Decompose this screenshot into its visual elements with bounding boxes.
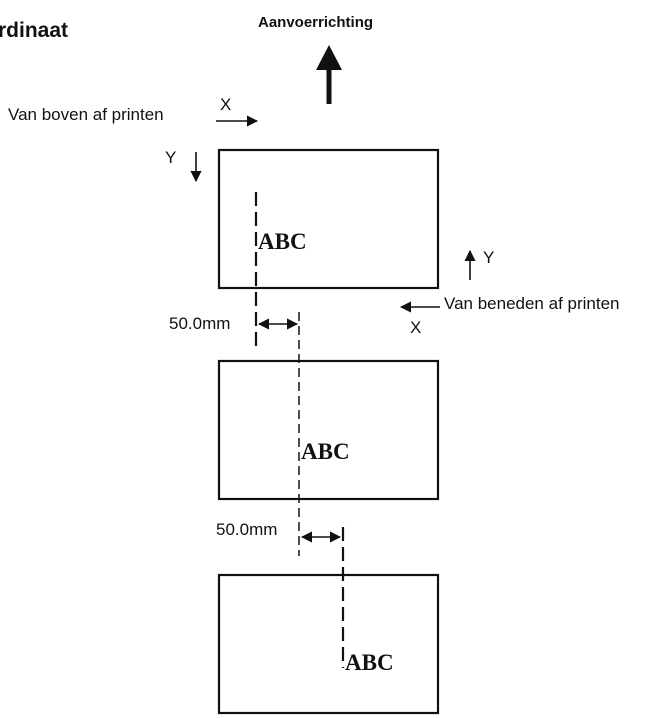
feed-direction-label: Aanvoerrichting [258, 14, 373, 31]
label-1-text: ABC [258, 229, 307, 254]
feed-direction-arrow-icon [316, 45, 342, 104]
label-2-box [217, 359, 440, 501]
label-3-box [217, 573, 440, 715]
top-y-axis-label: Y [165, 148, 176, 167]
bottom-x-axis-label: X [410, 318, 421, 337]
offset-1-label: 50.0mm [169, 314, 230, 333]
page-title: rdinaat [0, 19, 68, 42]
label-3-text: ABC [345, 650, 394, 675]
top-x-axis-label: X [220, 95, 231, 114]
offset-2-label: 50.0mm [216, 520, 277, 539]
bottom-y-axis-label: Y [483, 248, 494, 267]
print-from-top-label: Van boven af printen [8, 105, 164, 124]
label-2-text: ABC [301, 439, 350, 464]
print-from-bottom-label: Van beneden af printen [444, 294, 620, 313]
label-1-box [217, 148, 440, 290]
